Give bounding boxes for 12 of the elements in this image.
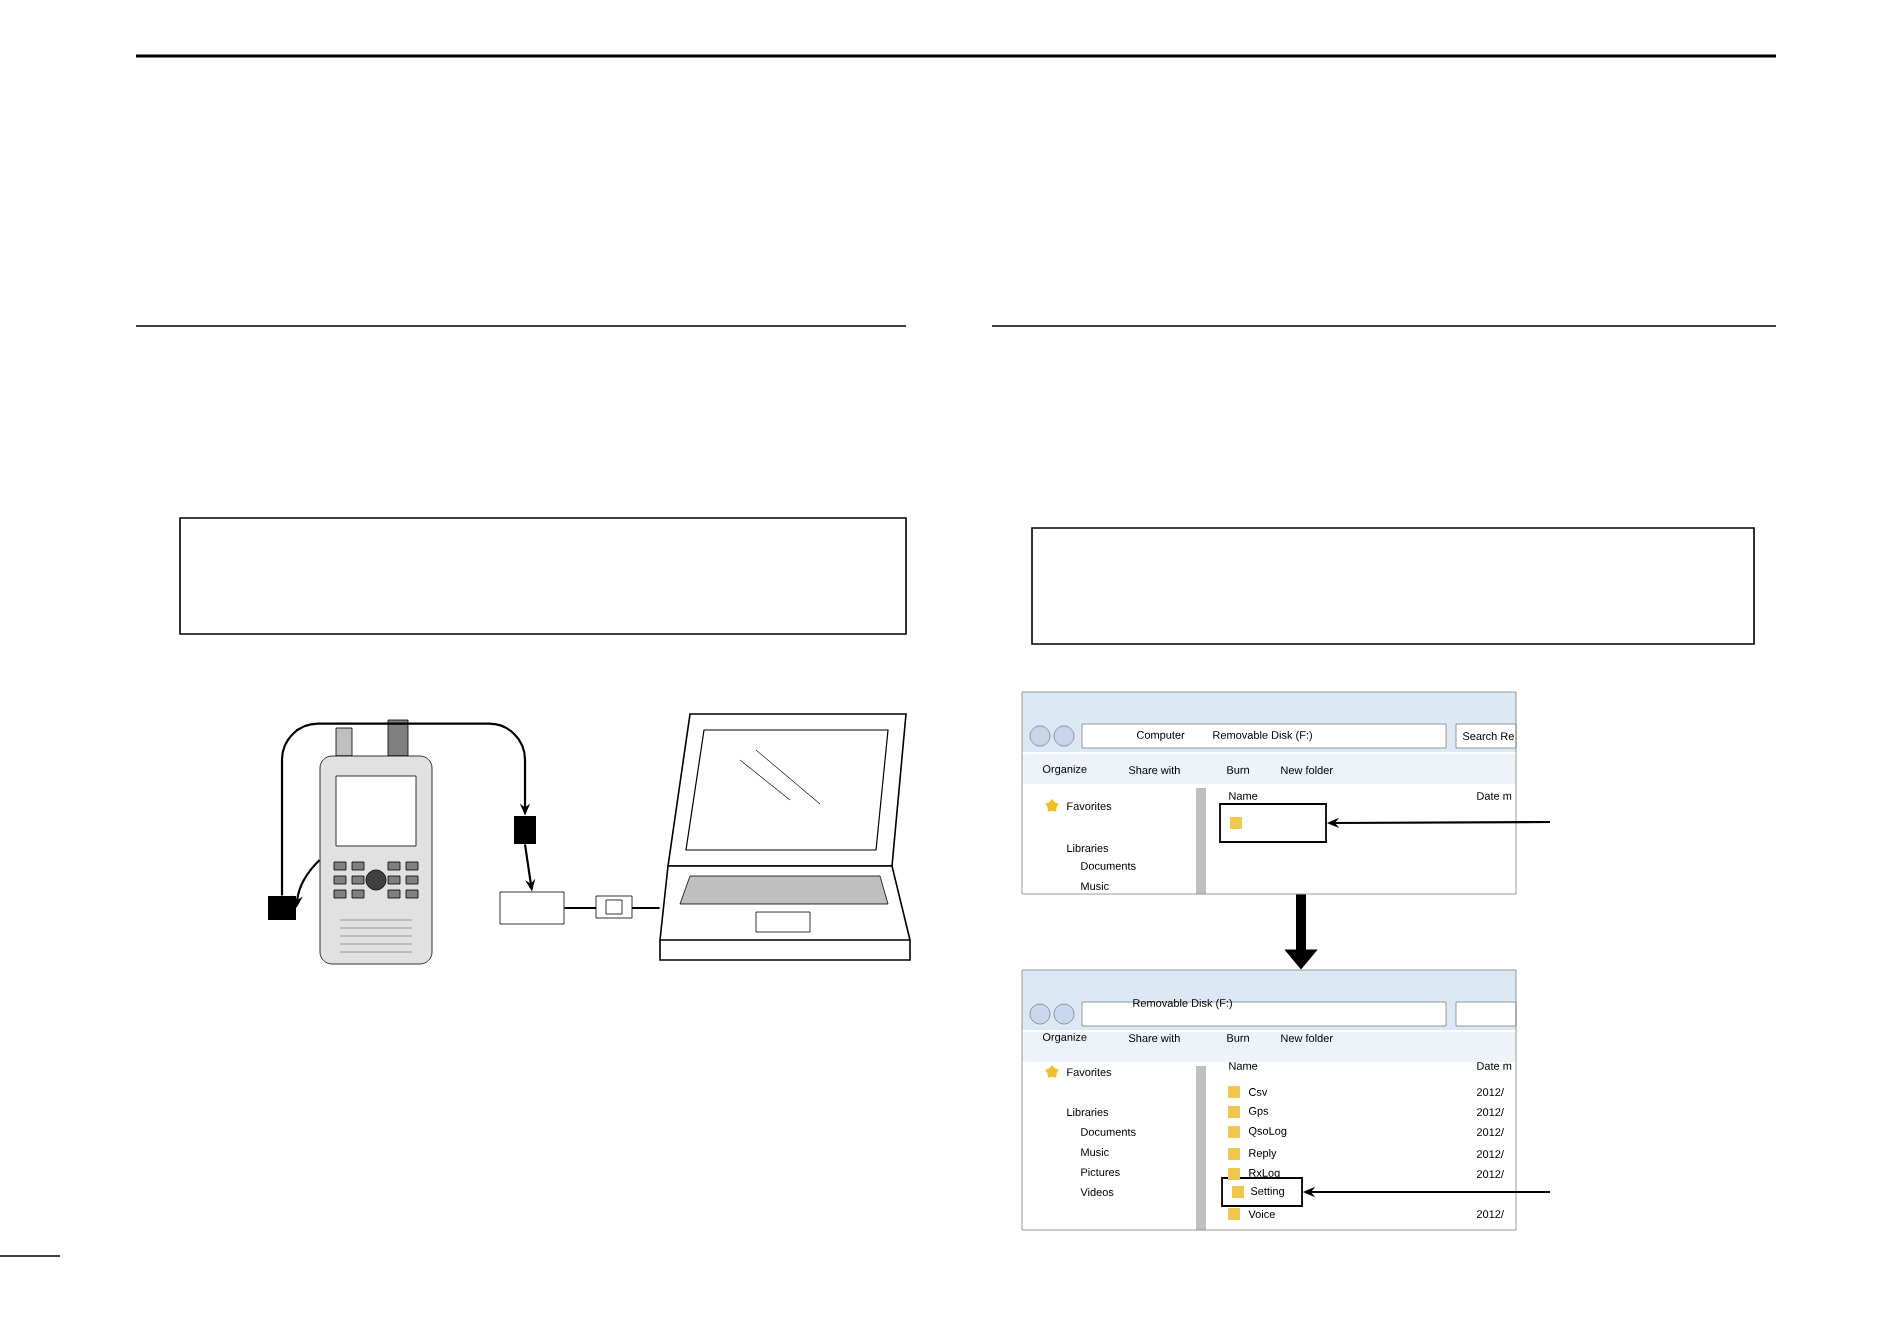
radio-drawing: [319, 719, 433, 965]
window-screenshot: [1021, 969, 1517, 1231]
card-reader: [499, 891, 565, 925]
memory-card-icon: [514, 816, 536, 844]
note-box: [179, 517, 907, 635]
note-box: [1031, 527, 1755, 645]
arrow: [280, 722, 531, 896]
laptop-drawing: [659, 713, 912, 961]
highlight-box: [1219, 803, 1327, 843]
usb-cable: [564, 906, 660, 910]
memory-card-icon: [268, 896, 296, 920]
window-screenshot: [1021, 691, 1517, 895]
